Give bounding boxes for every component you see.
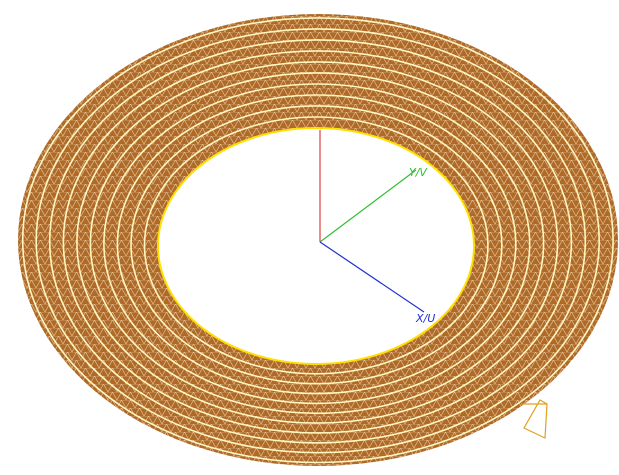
coil-turn-line (48, 39, 587, 444)
coil-turn-line (76, 61, 559, 424)
coil-turn-line (89, 72, 545, 415)
x-axis (319, 241, 425, 313)
coil-mesh-body (18, 14, 618, 466)
coil-turn-line (130, 105, 503, 385)
y-axis-label: Y/V (409, 166, 428, 179)
coil-turn-line (143, 116, 489, 375)
spiral-coil (18, 14, 618, 466)
lead-wire-path (521, 399, 548, 439)
coil-turn-line (103, 83, 531, 405)
coil-inner-edge (157, 127, 475, 365)
coil-turn-line (62, 50, 573, 434)
coil-turn-lines (21, 17, 614, 464)
y-axis (319, 169, 417, 243)
coil-turn-line (116, 94, 517, 395)
coordinate-axes: Y/V X/U (319, 130, 435, 325)
coil-turn-line (35, 28, 601, 454)
coil-lead-wire (521, 399, 548, 439)
x-axis-label: X/U (415, 312, 435, 325)
coil-turn-line (21, 17, 614, 464)
